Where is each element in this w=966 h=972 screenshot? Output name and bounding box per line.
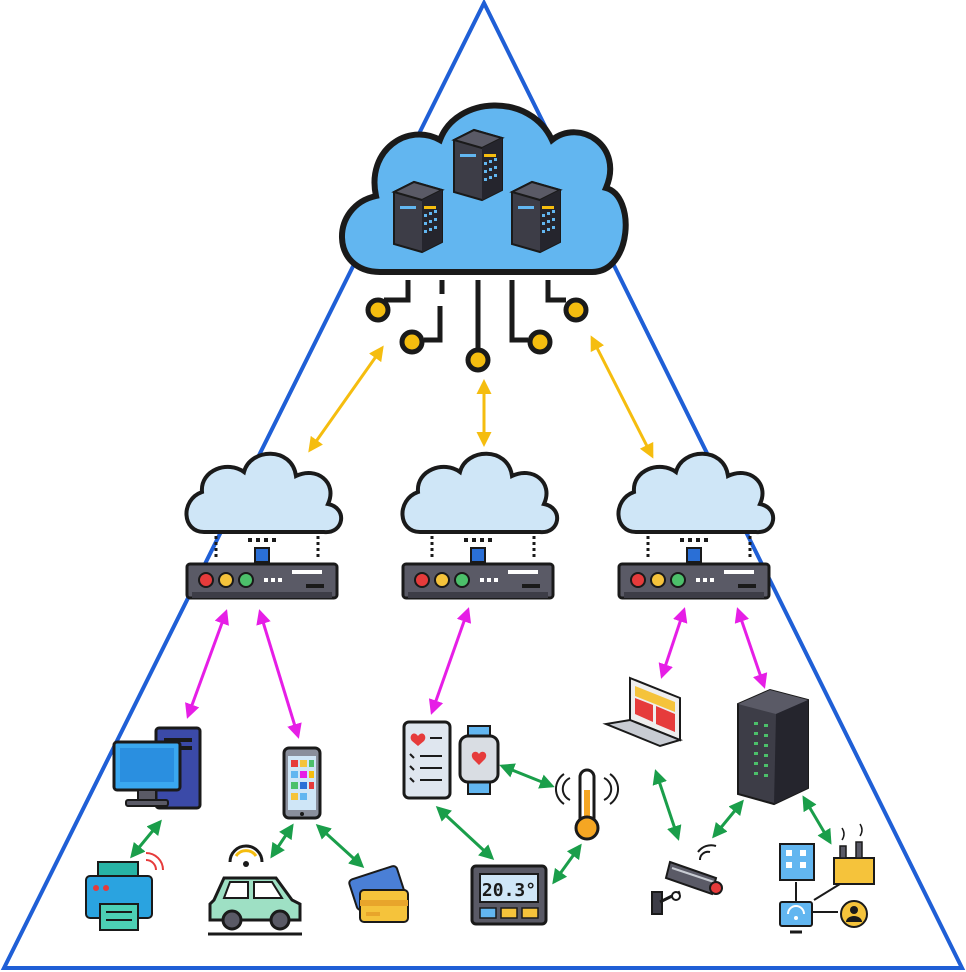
device-links [130,763,832,885]
smart-city-icon [779,823,875,934]
laptop-icon [602,676,684,748]
smartwatch-icon [458,725,500,795]
core-link-right [590,335,654,459]
fog-node-center [400,451,560,600]
fog-cloud-icon [400,451,560,600]
printer-icon [85,852,164,931]
server-rack-icon [737,688,809,806]
fog-node-right [616,451,776,600]
core-link-left [308,345,384,453]
fog-cloud-icon [616,451,776,600]
cloud-servers-icon [339,102,629,373]
thermostat-reading: 20.3° [482,880,536,901]
smartphone-icon [282,746,322,820]
security-camera-icon [651,844,723,915]
thermometer-icon [555,768,619,841]
thermostat-icon: 20.3° [470,864,548,926]
car-icon [208,844,302,936]
credit-card-icon [348,865,409,923]
core-fog-links [308,335,654,459]
fog-cloud-icon [184,451,344,600]
desktop-computer-icon [112,726,202,810]
fog-node-left [184,451,344,600]
health-app-icon [402,720,452,800]
fog-device-links [185,607,768,739]
